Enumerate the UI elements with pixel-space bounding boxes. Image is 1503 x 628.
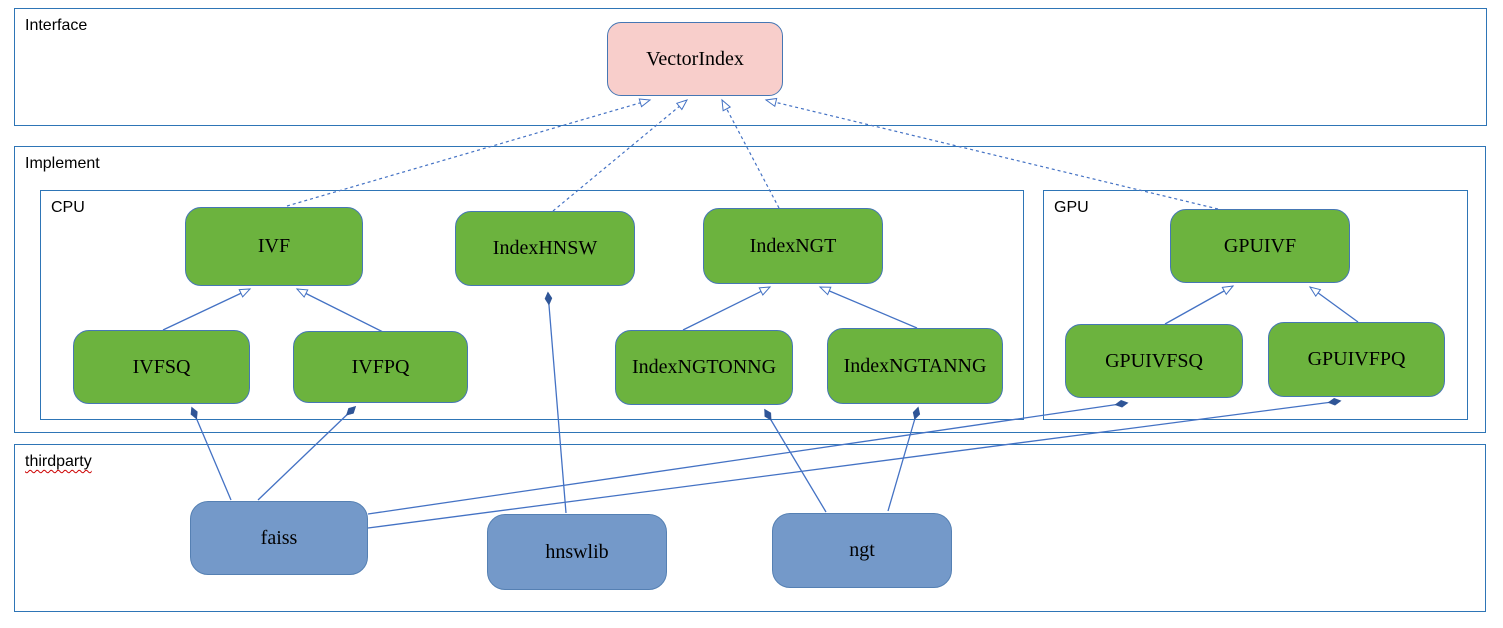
node-gpuivfpq-label: GPUIVFPQ (1307, 348, 1406, 370)
node-ivfpq: IVFPQ (293, 331, 468, 403)
node-indexhnsw: IndexHNSW (455, 211, 635, 286)
node-gpuivf-label: GPUIVF (1223, 234, 1297, 257)
thirdparty-label: thirdparty (25, 453, 92, 470)
gpu-label: GPU (1054, 199, 1089, 216)
node-ivfsq: IVFSQ (73, 330, 250, 404)
implement-label: Implement (25, 155, 100, 172)
node-indexngtanng: IndexNGTANNG (827, 328, 1003, 404)
node-faiss-label: faiss (260, 526, 298, 549)
node-indexngt: IndexNGT (703, 208, 883, 284)
node-hnswlib-label: hnswlib (545, 540, 609, 563)
node-indexngtonng-label: IndexNGTONNG (631, 356, 777, 378)
node-vectorindex-label: VectorIndex (646, 47, 744, 70)
node-indexngt-label: IndexNGT (749, 234, 837, 257)
node-gpuivfpq: GPUIVFPQ (1268, 322, 1445, 397)
node-gpuivf: GPUIVF (1170, 209, 1350, 283)
node-indexngtonng: IndexNGTONNG (615, 330, 793, 405)
node-indexhnsw-label: IndexHNSW (492, 237, 598, 259)
node-faiss: faiss (190, 501, 368, 575)
node-ngt: ngt (772, 513, 952, 588)
node-gpuivfsq: GPUIVFSQ (1065, 324, 1243, 398)
node-ivf-label: IVF (257, 235, 291, 257)
node-ngt-label: ngt (849, 539, 875, 561)
node-indexngtanng-label: IndexNGTANNG (843, 354, 987, 377)
interface-label: Interface (25, 17, 88, 34)
node-ivf: IVF (185, 207, 363, 286)
node-ivfsq-label: IVFSQ (132, 355, 191, 378)
cpu-label: CPU (51, 199, 85, 216)
node-ivfpq-label: IVFPQ (351, 355, 410, 378)
node-hnswlib: hnswlib (487, 514, 667, 590)
node-gpuivfsq-label: GPUIVFSQ (1105, 349, 1203, 372)
node-vectorindex: VectorIndex (607, 22, 783, 96)
